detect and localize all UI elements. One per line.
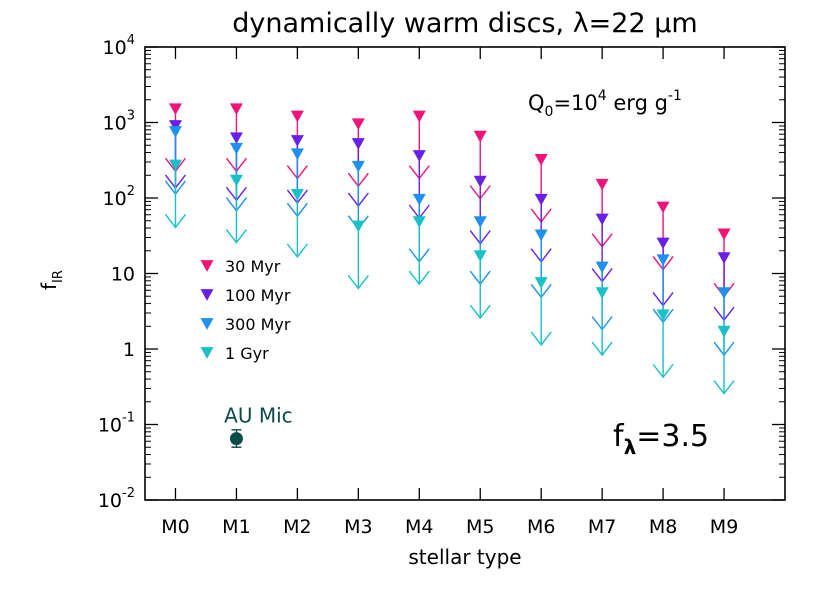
f-lambda-text: fλ=3.5 (613, 419, 709, 459)
series-1-gyr (164, 159, 735, 395)
y-tick-label: 10-1 (98, 411, 135, 437)
y-tick-label: 1 (123, 339, 135, 361)
upper-limit-arrowhead (408, 270, 430, 286)
y-tick-label: 102 (103, 184, 135, 210)
x-tick-label: M9 (710, 516, 738, 538)
legend-marker (200, 347, 214, 359)
upper-limit-marker (473, 130, 487, 143)
annotation-q0: Q0=104 erg g-1 (528, 88, 682, 120)
upper-limit-arrowhead (591, 341, 613, 357)
au-mic-label: AU Mic (224, 404, 293, 428)
y-axis: 10-2 10-1 1 10 102 103 104 (98, 33, 785, 512)
upper-limit-arrowhead (225, 229, 247, 244)
y-tick-label: 10-2 (98, 486, 135, 512)
y-tick-label: 103 (103, 109, 135, 135)
x-axis: M0 M1 M2 M3 M4 M5 M6 M7 M8 M9 (161, 47, 738, 538)
legend-marker (200, 318, 214, 330)
x-tick-label: M6 (527, 516, 555, 538)
upper-limit-arrowhead (530, 331, 552, 347)
annotation-f-lambda: fλ=3.5 (613, 419, 709, 459)
x-tick-label: M0 (161, 516, 189, 538)
upper-limit-arrowhead (469, 304, 491, 320)
x-tick-label: M4 (405, 516, 433, 538)
data-series (164, 103, 735, 395)
upper-limit-marker (595, 287, 609, 299)
upper-limit-arrowhead (164, 214, 187, 229)
upper-limit-arrowhead (286, 243, 308, 259)
q0-text: Q0=104 erg g-1 (528, 88, 682, 120)
x-tick-label: M5 (466, 516, 494, 538)
legend-marker (200, 260, 214, 272)
legend-label: 1 Gyr (225, 344, 269, 363)
au-mic-point (229, 432, 243, 446)
x-tick-label: M2 (283, 516, 311, 538)
x-tick-label: M1 (222, 516, 250, 538)
upper-limit-arrowhead (652, 363, 674, 379)
legend-label: 100 Myr (225, 286, 291, 305)
upper-limit-arrowhead (713, 380, 735, 395)
upper-limit-arrowhead (347, 275, 369, 290)
upper-limit-marker (656, 201, 670, 214)
x-tick-label: M8 (649, 516, 677, 538)
legend-label: 30 Myr (225, 257, 281, 276)
y-label-text: fIR (37, 270, 66, 290)
upper-limit-marker (534, 193, 548, 206)
legend: 30 Myr 100 Myr 300 Myr 1 Gyr (200, 257, 291, 363)
y-axis-label: fIR (37, 270, 66, 290)
x-tick-label: M7 (588, 516, 616, 538)
legend-marker (200, 289, 214, 301)
legend-label: 300 Myr (225, 315, 291, 334)
chart-title: dynamically warm discs, λ=22 μm (232, 8, 697, 39)
upper-limit-marker (412, 193, 426, 206)
y-tick-label: 10 (111, 264, 135, 286)
x-axis-label: stellar type (408, 545, 521, 569)
au-mic-point-group: AU Mic (224, 404, 293, 448)
upper-limit-marker (717, 287, 731, 299)
y-tick-label: 104 (103, 33, 135, 59)
x-tick-label: M3 (344, 516, 372, 538)
